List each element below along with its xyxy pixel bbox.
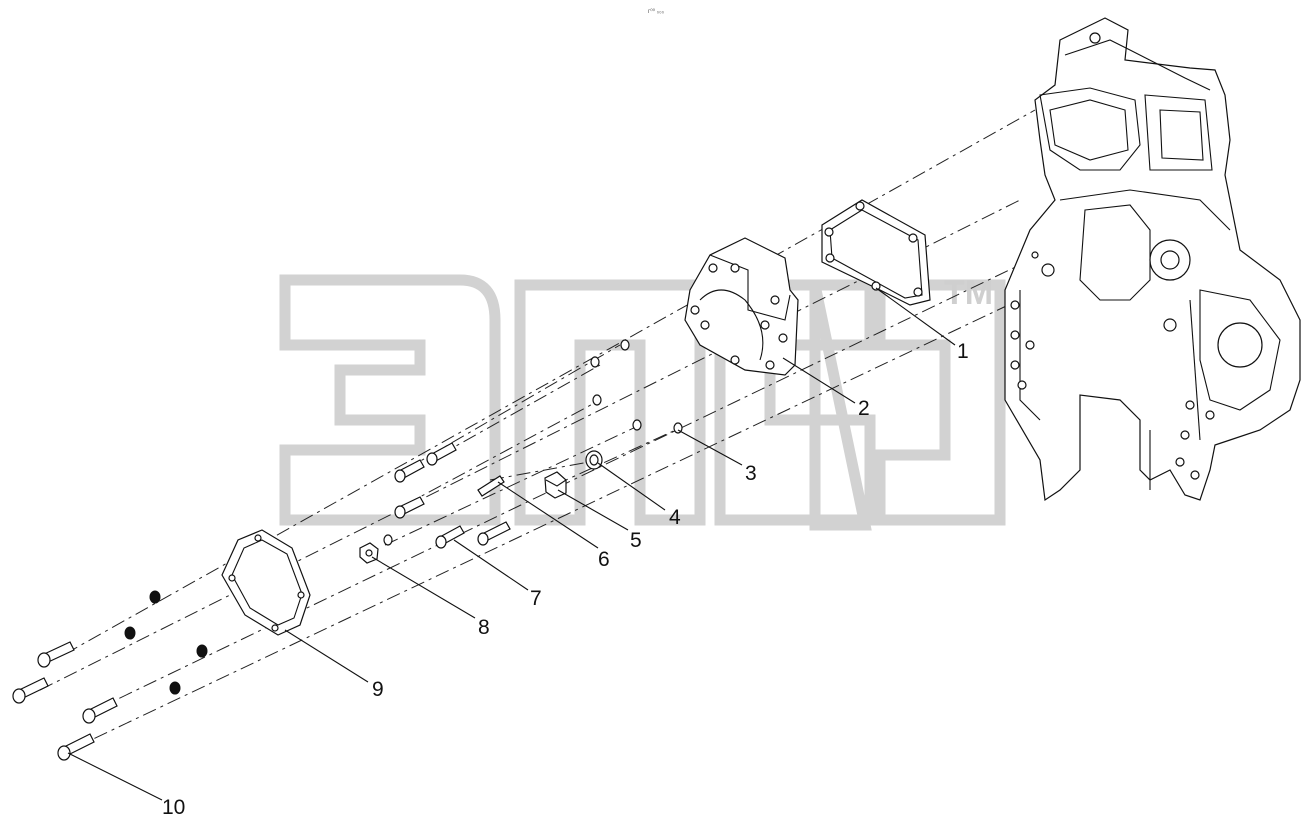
callout-5: 5: [630, 529, 642, 552]
callout-1: 1: [957, 340, 969, 363]
part-8-nut: [359, 542, 379, 564]
callout-6: 6: [598, 548, 610, 571]
callout-4: 4: [669, 506, 681, 529]
callout-8: 8: [478, 616, 490, 639]
part-9-cover-gasket: [124, 529, 311, 695]
part-7-bolts: [394, 442, 511, 549]
callout-3: 3: [745, 462, 757, 485]
callout-2: 2: [858, 397, 870, 420]
callout-10: 10: [162, 796, 185, 819]
part-2-pump-housing: [684, 237, 799, 376]
part-5-plug: [544, 471, 567, 499]
watermark-logo: TM: [279, 274, 1006, 531]
callout-7: 7: [530, 587, 542, 610]
part-6-studs: [477, 475, 505, 497]
part-1-gasket: [821, 199, 931, 306]
assembly-axis-lines: [39, 109, 1041, 751]
leader-lines: [67, 287, 956, 801]
callout-labels: 1 2 3 4 5 6 7 8 9 10: [162, 340, 969, 819]
part-4-seal-washer: [585, 450, 603, 470]
header-code: г⁰⁰ ₀₀₀: [648, 8, 665, 15]
trademark-symbol: TM: [944, 274, 993, 312]
callout-9: 9: [372, 678, 384, 701]
engine-housing: [1004, 17, 1301, 502]
part-10-bolts: [12, 641, 118, 761]
